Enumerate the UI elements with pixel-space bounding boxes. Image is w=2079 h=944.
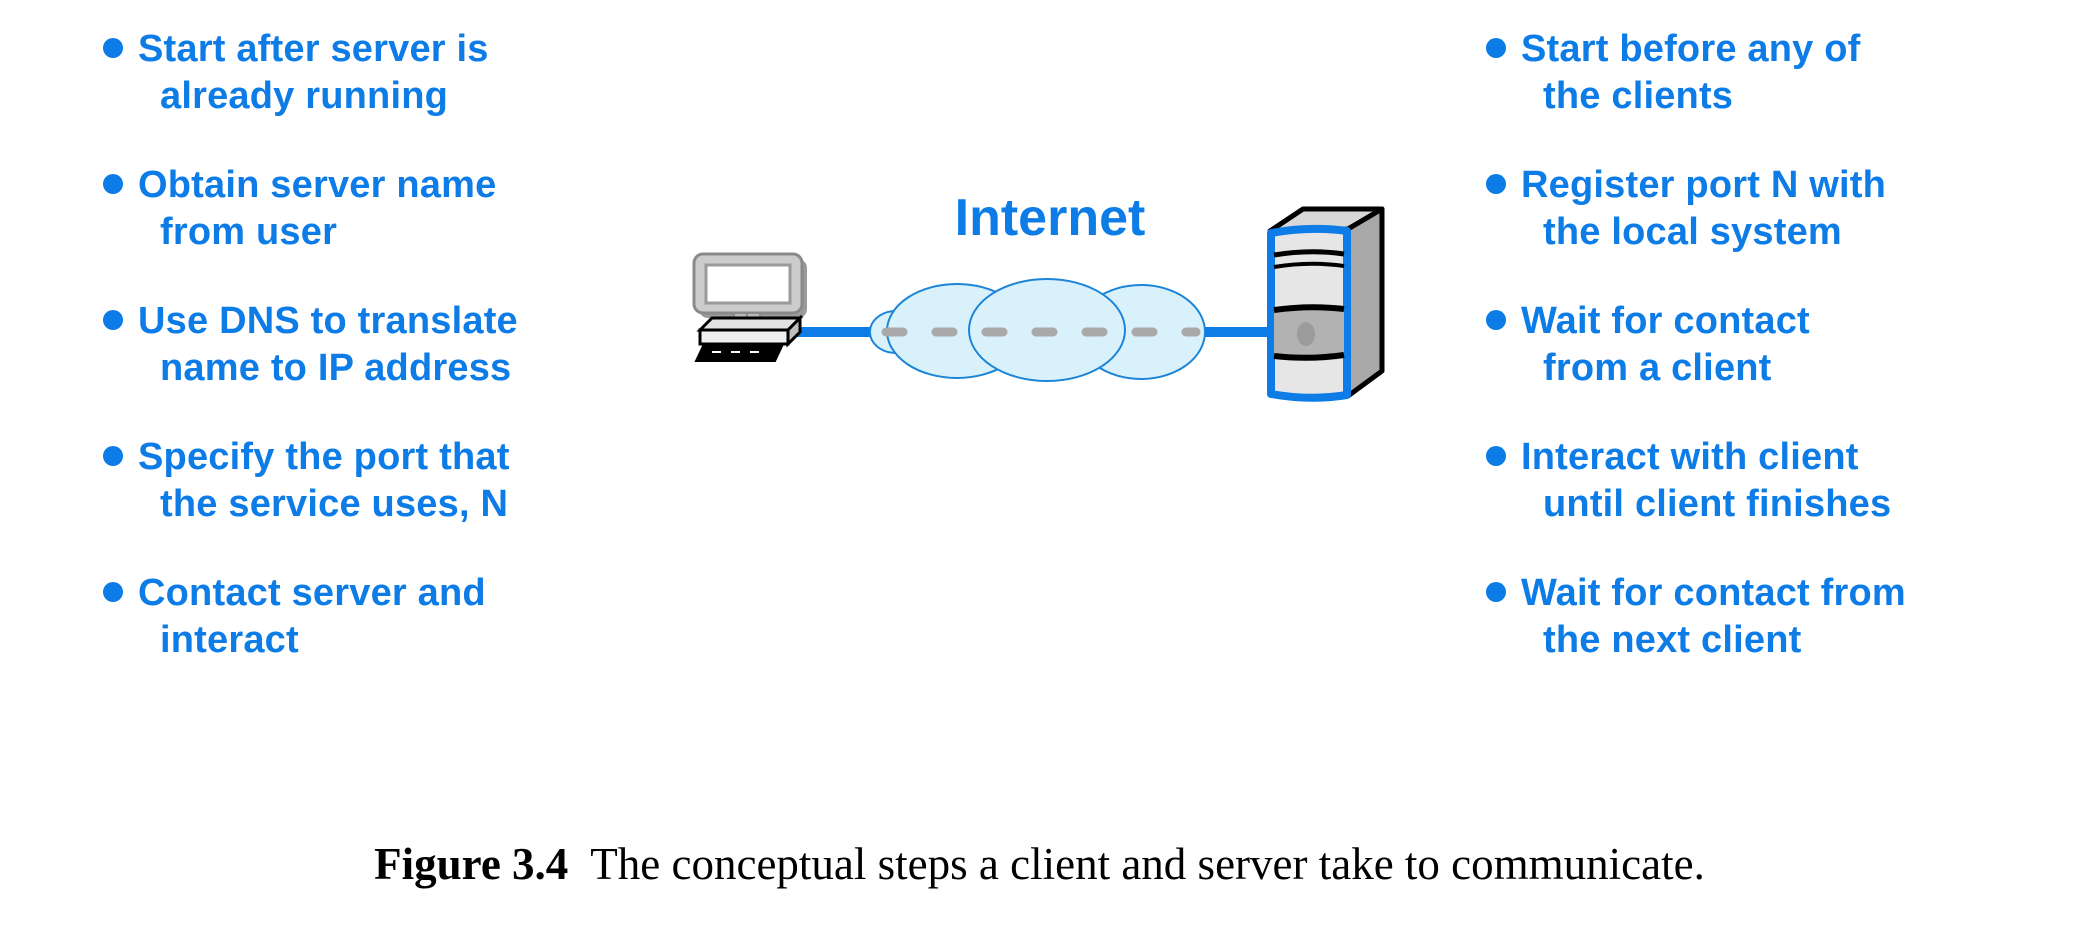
step-line-2: from user	[160, 211, 338, 253]
step-line-2: interact	[160, 619, 299, 661]
internet-label: Internet	[954, 189, 1146, 247]
step-line-2: until client finishes	[1543, 483, 1892, 525]
bullet-icon	[103, 310, 123, 330]
step-line-1: Use DNS to translate	[138, 300, 518, 342]
list-item: Obtain server name from user	[103, 162, 703, 256]
step-line-2: name to IP address	[160, 347, 512, 389]
bullet-icon	[103, 174, 123, 194]
step-line-2: the service uses, N	[160, 483, 509, 525]
network-diagram	[692, 206, 1385, 402]
bullet-icon	[103, 38, 123, 58]
step-line-2: from a client	[1543, 347, 1772, 389]
list-item: Wait for contact from the next client	[1486, 570, 2079, 664]
server-tower-icon	[1267, 206, 1385, 402]
bullet-icon	[1486, 446, 1506, 466]
step-line-1: Start before any of	[1521, 28, 1861, 70]
bullet-icon	[1486, 38, 1506, 58]
bullet-icon	[103, 582, 123, 602]
server-steps-list: Start before any of the clients Register…	[1486, 26, 2079, 706]
figure-caption: Figure 3.4 The conceptual steps a client …	[0, 839, 2079, 889]
step-line-2: the next client	[1543, 619, 1802, 661]
client-steps-list: Start after server is already running Ob…	[103, 26, 703, 706]
step-line-1: Wait for contact from	[1521, 572, 1906, 614]
list-item: Interact with client until client finish…	[1486, 434, 2079, 528]
list-item: Wait for contact from a client	[1486, 298, 2079, 392]
list-item: Use DNS to translate name to IP address	[103, 298, 703, 392]
list-item: Start after server is already running	[103, 26, 703, 120]
list-item: Register port N with the local system	[1486, 162, 2079, 256]
step-line-2: already running	[160, 75, 449, 117]
figure-number: Figure 3.4	[374, 839, 569, 889]
step-line-1: Contact server and	[138, 572, 486, 614]
bullet-icon	[1486, 310, 1506, 330]
figure-caption-text: The conceptual steps a client and server…	[590, 839, 1705, 889]
step-line-1: Interact with client	[1521, 436, 1859, 478]
bullet-icon	[103, 446, 123, 466]
step-line-1: Wait for contact	[1521, 300, 1810, 342]
step-line-1: Register port N with	[1521, 164, 1887, 206]
list-item: Start before any of the clients	[1486, 26, 2079, 120]
step-line-1: Specify the port that	[138, 436, 510, 478]
list-item: Contact server and interact	[103, 570, 703, 664]
list-item: Specify the port that the service uses, …	[103, 434, 703, 528]
step-line-1: Obtain server name	[138, 164, 497, 206]
step-line-2: the clients	[1543, 75, 1734, 117]
step-line-1: Start after server is	[138, 28, 489, 70]
step-line-2: the local system	[1543, 211, 1842, 253]
client-computer-icon	[692, 252, 807, 362]
bullet-icon	[1486, 582, 1506, 602]
bullet-icon	[1486, 174, 1506, 194]
